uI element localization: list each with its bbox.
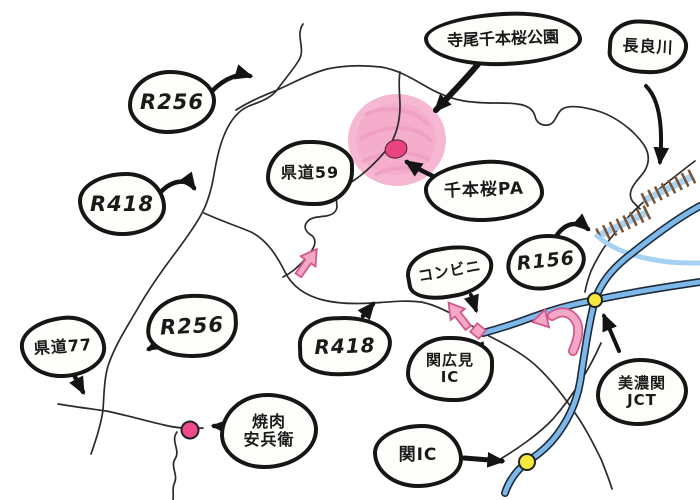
- route-arrows: [290, 243, 584, 356]
- arrow-terao-park: [433, 60, 482, 113]
- label-yakiniku-yasubei: 焼肉 安兵衛: [220, 393, 318, 469]
- arrow-seki-ic: [461, 451, 506, 468]
- arrow-r156: [554, 213, 591, 238]
- arrow-r418-mid: [357, 301, 376, 321]
- road-kendo77: [57, 403, 204, 430]
- yasubei-point-marker: [180, 420, 200, 440]
- route-arrow-jct-hook: [530, 307, 584, 356]
- label-seki-hiromi-ic: 関広見 IC: [406, 336, 494, 402]
- seki-hiromi-ramp-marker: [468, 321, 488, 341]
- arrow-r256-north: [209, 64, 254, 94]
- route-arrow-zigzag: [290, 243, 326, 282]
- river-tail: [594, 233, 700, 266]
- route-arrow-ic-road: [440, 296, 477, 335]
- arrow-konbini: [463, 293, 479, 314]
- arrow-nagaragawa: [644, 84, 670, 166]
- road-squiggle-south: [172, 431, 178, 500]
- arrow-mino-seki-jct: [602, 312, 621, 353]
- road-top-east-west: [235, 64, 650, 210]
- arrow-r418-west: [156, 171, 197, 197]
- label-r418-west: R418: [78, 172, 166, 236]
- label-seki-ic: 関IC: [373, 424, 463, 488]
- arrow-kendo77: [69, 372, 86, 395]
- label-kendo59: 県道59: [266, 140, 354, 206]
- seki-ic-marker: [518, 453, 536, 471]
- nagara-river-banks: [594, 169, 697, 243]
- label-mino-seki-jct: 美濃関 JCT: [596, 358, 688, 426]
- mino-seki-jct-marker: [587, 292, 603, 308]
- road-r418-diagonal: [203, 212, 613, 490]
- label-r256-north: R256: [128, 70, 216, 134]
- road-north-south: [90, 23, 304, 455]
- expressway-east-west: [480, 279, 700, 336]
- road-southeast: [496, 342, 602, 462]
- road-r156-riverside: [584, 160, 696, 293]
- pa-point-marker: [384, 139, 408, 159]
